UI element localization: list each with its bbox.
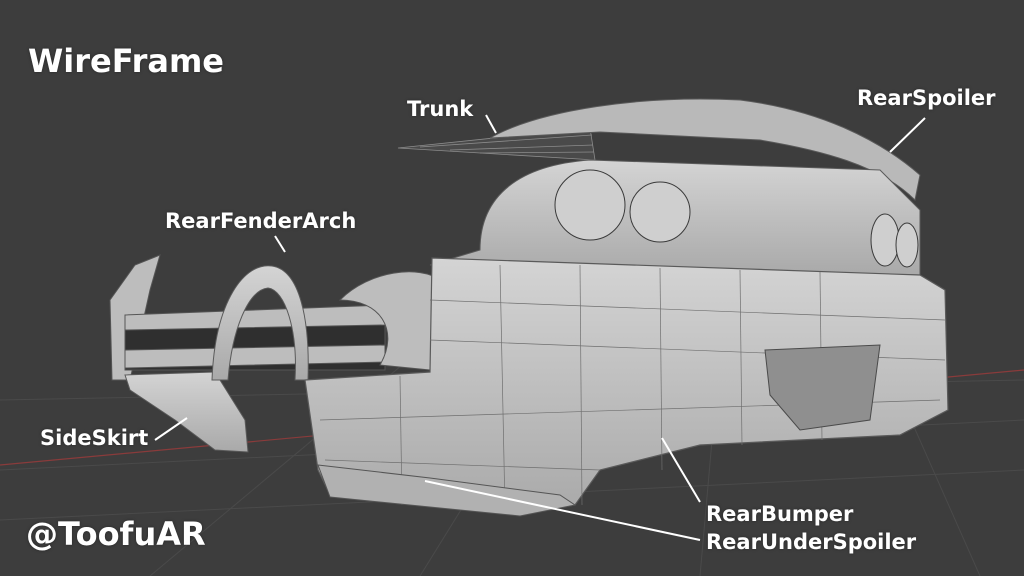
rear-spoiler-mesh xyxy=(489,98,921,202)
trunk-label: Trunk xyxy=(407,97,474,121)
rear-under-spoiler-label: RearUnderSpoiler xyxy=(706,530,917,554)
side-skirt-label: SideSkirt xyxy=(40,426,149,450)
leader-lines xyxy=(154,114,926,541)
rear-bumper-label: RearBumper xyxy=(706,502,854,526)
taillights xyxy=(554,169,919,268)
rear-under-spoiler-mesh xyxy=(317,464,577,517)
credit-label: @ToofuAR xyxy=(26,515,206,553)
far-body-parts xyxy=(109,254,441,381)
rear-fender-arch-label: RearFenderArch xyxy=(165,209,357,233)
rear-spoiler-label: RearSpoiler xyxy=(857,86,996,110)
title-label: WireFrame xyxy=(28,42,224,80)
diffuser xyxy=(764,344,881,431)
